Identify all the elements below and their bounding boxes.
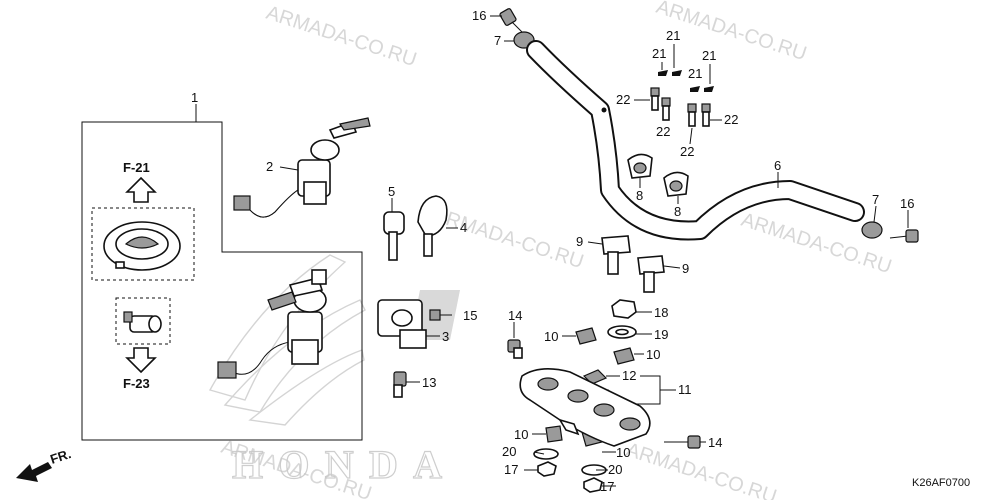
callout-15: 15 <box>463 308 477 323</box>
callout-9: 9 <box>576 234 583 249</box>
callout-leader <box>587 241 603 245</box>
callout-17: 17 <box>600 479 614 494</box>
callout-16: 16 <box>472 8 486 23</box>
handlebar-riser-bracket <box>519 368 651 447</box>
callout-7: 7 <box>494 33 501 48</box>
callout-22: 22 <box>724 112 738 127</box>
callout-10: 10 <box>544 329 558 344</box>
callout-20: 20 <box>502 444 516 459</box>
callout-5: 5 <box>388 184 395 199</box>
watermark-text: ARMADA-CO.RU <box>623 439 779 500</box>
handlebar-upper-holder <box>627 153 689 197</box>
callout-16: 16 <box>900 196 914 211</box>
seat-lock-box <box>115 297 171 345</box>
bolt-icon <box>393 371 407 398</box>
nut-icon <box>611 299 637 319</box>
callout-22: 22 <box>656 124 670 139</box>
front-direction-arrow: FR. <box>16 446 73 482</box>
callout-21: 21 <box>702 48 716 63</box>
callout-10: 10 <box>646 347 660 362</box>
callout-12: 12 <box>622 368 636 383</box>
key-fob-icon <box>417 195 448 257</box>
callout-21: 21 <box>666 28 680 43</box>
bolt-icon <box>664 435 701 449</box>
callout-21: 21 <box>652 46 666 61</box>
key-icon <box>383 211 405 261</box>
assembly-frame <box>81 121 363 441</box>
handlebar <box>526 40 865 241</box>
callout-20: 20 <box>608 462 622 477</box>
callout-18: 18 <box>654 305 668 320</box>
ref-f21: F-21 <box>123 160 150 175</box>
callout-1: 1 <box>191 90 198 105</box>
fuel-cap-box <box>91 207 195 281</box>
callout-8: 8 <box>674 204 681 219</box>
callout-4: 4 <box>460 220 467 235</box>
bolt-icon <box>507 339 523 359</box>
callout-leader <box>279 166 299 171</box>
bolt-icon <box>889 229 919 243</box>
callout-13: 13 <box>422 375 436 390</box>
callout-10: 10 <box>616 445 630 460</box>
callout-3: 3 <box>442 329 449 344</box>
bolt-icon <box>650 87 711 127</box>
arrow-down-icon <box>125 347 157 374</box>
washer-icon <box>607 325 637 339</box>
handlebar-lower-holder <box>601 235 665 293</box>
arrow-up-icon <box>125 176 157 203</box>
callout-17: 17 <box>504 462 518 477</box>
callout-7: 7 <box>872 192 879 207</box>
bolt-icon <box>499 8 523 33</box>
callout-6: 6 <box>774 158 781 173</box>
watermark-text: ARMADA-CO.RU <box>738 209 894 278</box>
callout-19: 19 <box>654 327 668 342</box>
watermark-text: ARMADA-CO.RU <box>263 2 419 71</box>
callout-10: 10 <box>514 427 528 442</box>
callout-14: 14 <box>508 308 522 323</box>
callout-21: 21 <box>688 66 702 81</box>
ignition-switch-upper <box>233 117 371 218</box>
callout-leader <box>663 265 681 269</box>
watermark-text: ARMADA-CO.RU <box>430 204 586 273</box>
honda-wing-logo: HONDA <box>208 254 443 488</box>
diagram-code: K26AF0700 <box>912 477 970 489</box>
nut-icon <box>537 461 603 493</box>
ref-f23: F-23 <box>123 376 150 391</box>
callout-22: 22 <box>680 144 694 159</box>
seat-lock-icon <box>123 311 162 333</box>
washer-icon <box>658 70 714 92</box>
callout-leader <box>533 451 545 455</box>
callout-9: 9 <box>682 261 689 276</box>
callout-11: 11 <box>678 382 692 397</box>
callout-2: 2 <box>266 159 273 174</box>
callout-leader <box>689 127 693 145</box>
callout-8: 8 <box>636 188 643 203</box>
callout-leader <box>873 205 877 223</box>
callout-22: 22 <box>616 92 630 107</box>
direction-label: FR. <box>48 446 73 467</box>
screw-icon <box>429 309 452 321</box>
ignition-switch-lower <box>217 269 327 379</box>
handlebar-end-weight <box>861 221 883 239</box>
fuel-cap-icon <box>103 221 181 271</box>
callout-14: 14 <box>708 435 722 450</box>
